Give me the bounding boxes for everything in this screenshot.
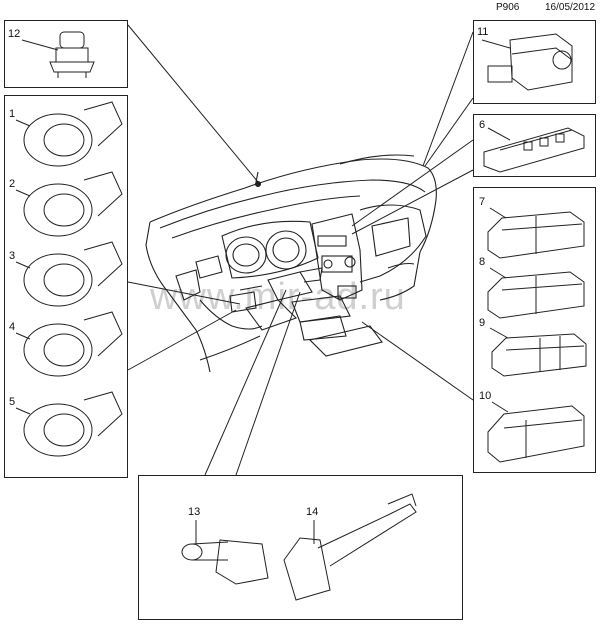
diagram-code: P906 (496, 2, 520, 13)
callout-11: 11 (477, 26, 489, 38)
callout-9: 9 (479, 317, 486, 329)
panel-11 (473, 20, 596, 104)
callout-2: 2 (9, 178, 16, 190)
callout-8: 8 (479, 256, 486, 268)
callout-3: 3 (9, 250, 16, 262)
callout-4: 4 (9, 321, 16, 333)
callout-1: 1 (9, 108, 16, 120)
diagram-date: 16/05/2012 (545, 2, 596, 13)
watermark: www.mir-ad.ru (150, 276, 406, 318)
callout-10: 10 (479, 390, 492, 402)
callout-14: 14 (306, 506, 319, 518)
panel-6 (473, 114, 596, 177)
parts-13-14-illustration (181, 493, 417, 601)
callout-5: 5 (9, 396, 16, 408)
callout-7: 7 (479, 196, 486, 208)
callout-12: 12 (8, 28, 21, 40)
dashboard-illustration (145, 154, 437, 373)
callout-13: 13 (188, 506, 201, 518)
callout-6: 6 (479, 119, 486, 131)
parts-7-10-illustration (487, 207, 587, 463)
part-6-illustration (483, 127, 585, 173)
part-11-illustration (481, 33, 573, 91)
leader-lines (127, 24, 474, 476)
part-12-illustration (21, 31, 95, 78)
parts-1-5-illustration (15, 101, 123, 457)
panel-12 (4, 20, 128, 88)
panel-bottom-stalks (138, 475, 463, 620)
